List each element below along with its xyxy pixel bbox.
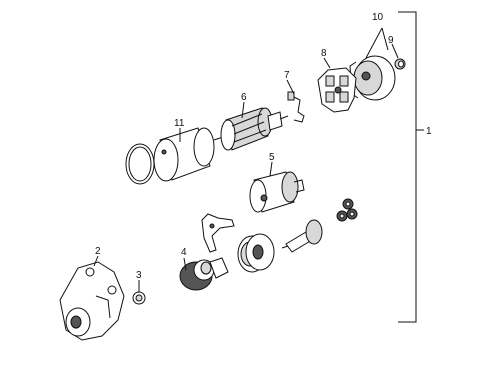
callout-2: 2 bbox=[95, 246, 101, 257]
bushing bbox=[394, 58, 406, 70]
callout-3: 3 bbox=[136, 270, 142, 281]
field-frame bbox=[153, 127, 215, 182]
drive-bushing bbox=[132, 291, 146, 305]
callout-8: 8 bbox=[321, 48, 327, 59]
callout-9: 9 bbox=[388, 35, 394, 46]
assembly-bracket bbox=[398, 11, 424, 323]
rear-end-frame bbox=[349, 55, 396, 101]
callout-1: 1 bbox=[426, 126, 432, 137]
drive-end-housing bbox=[59, 261, 125, 341]
callout-11: 11 bbox=[174, 118, 185, 129]
solenoid bbox=[249, 171, 305, 213]
callout-10: 10 bbox=[372, 12, 384, 23]
armature bbox=[213, 107, 289, 151]
terminal-lead bbox=[287, 91, 305, 123]
field-frame-ring bbox=[125, 143, 155, 185]
planetary-gears bbox=[336, 198, 358, 222]
callout-4: 4 bbox=[181, 247, 187, 258]
gear-housing bbox=[237, 233, 275, 273]
brush-holder bbox=[317, 67, 357, 113]
leader-lines bbox=[93, 27, 399, 292]
shift-lever bbox=[201, 213, 235, 253]
callout-7: 7 bbox=[284, 70, 290, 81]
callout-5: 5 bbox=[269, 152, 275, 163]
output-shaft bbox=[281, 219, 323, 253]
callout-6: 6 bbox=[241, 92, 247, 103]
callouts: 1 2 3 4 5 6 7 8 9 10 11 bbox=[95, 12, 432, 281]
starter-drive bbox=[179, 257, 229, 291]
